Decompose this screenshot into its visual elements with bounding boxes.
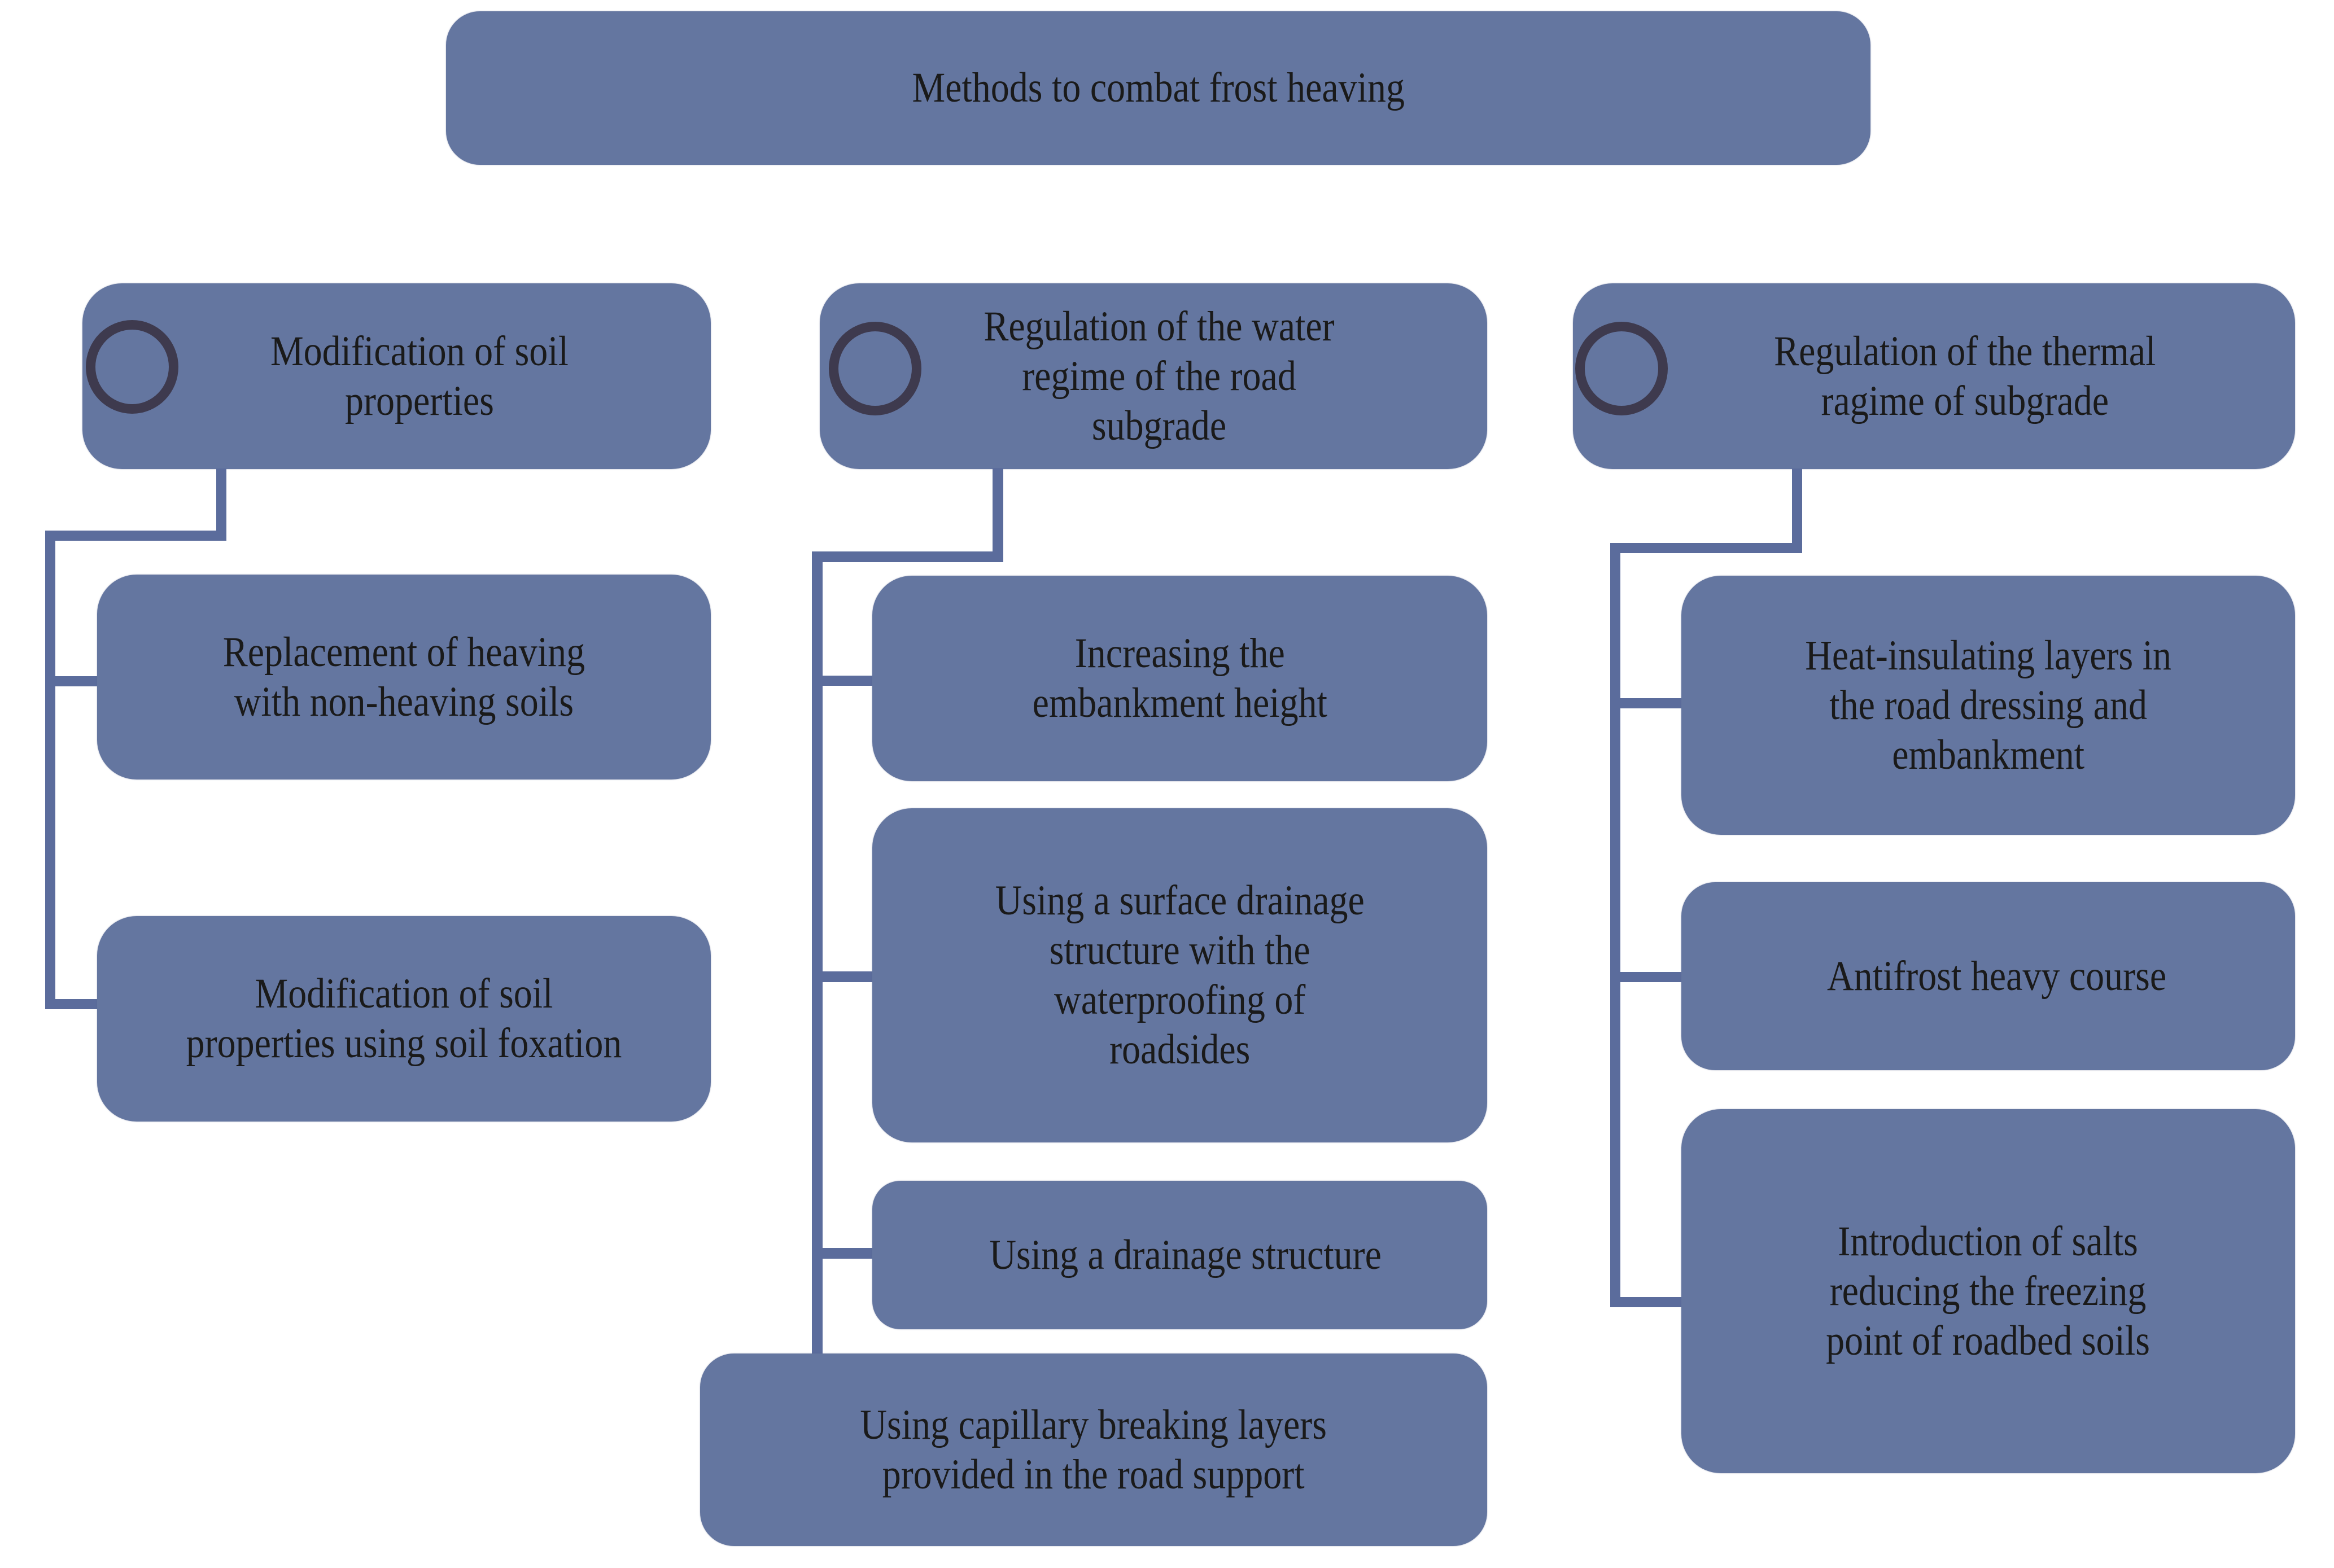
method-node-label: Antifrost heavy course	[1826, 952, 2167, 1000]
method-node-label: Introduction of salts reducing the freez…	[1826, 1217, 2151, 1364]
category-node-water-regime: Regulation of the water regime of the ro…	[820, 283, 1487, 469]
category-node-soil-properties: Modification of soil properties	[82, 283, 711, 469]
connector-line	[1610, 543, 1620, 1307]
connector-line	[812, 1248, 892, 1259]
root-node-label: Methods to combat frost heaving	[912, 64, 1405, 111]
connector-line	[45, 999, 113, 1009]
method-node: Using a drainage structure	[872, 1181, 1487, 1329]
connector-line	[216, 468, 226, 541]
circle-outline-icon	[86, 320, 178, 414]
method-node: Antifrost heavy course	[1681, 882, 2295, 1070]
method-node-label: Modification of soil properties using so…	[186, 970, 622, 1067]
connector-line	[1792, 468, 1802, 553]
method-node: Heat-insulating layers in the road dress…	[1681, 576, 2295, 835]
connector-line	[1610, 972, 1684, 982]
method-node: Using capillary breaking layers provided…	[700, 1354, 1487, 1546]
root-node: Methods to combat frost heaving	[446, 11, 1870, 165]
method-node-label: Heat-insulating layers in the road dress…	[1805, 632, 2171, 778]
method-node-label: Using a drainage structure	[989, 1231, 1382, 1278]
circle-outline-icon	[1575, 322, 1668, 415]
method-node: Introduction of salts reducing the freez…	[1681, 1109, 2295, 1473]
method-node: Increasing the embankment height	[872, 576, 1487, 781]
category-node-label: Modification of soil properties	[270, 327, 569, 424]
method-node-label: Using a surface drainage structure with …	[995, 877, 1365, 1073]
method-node: Using a surface drainage structure with …	[872, 808, 1487, 1142]
connector-line	[812, 676, 892, 686]
method-node-label: Replacement of heaving with non-heaving …	[222, 628, 585, 725]
method-node-label: Increasing the embankment height	[1032, 630, 1327, 726]
connector-line	[1610, 698, 1694, 708]
method-node: Modification of soil properties using so…	[97, 916, 711, 1122]
connector-line	[812, 551, 823, 1354]
connector-line	[812, 971, 892, 982]
connector-line	[45, 531, 55, 1009]
connector-line	[45, 531, 226, 541]
connector-line	[1610, 543, 1802, 553]
connector-line	[812, 551, 1003, 562]
method-node: Replacement of heaving with non-heaving …	[97, 575, 711, 779]
connector-line	[993, 468, 1003, 562]
category-node-thermal-regime: Regulation of the thermal ragime of subg…	[1573, 283, 2295, 469]
category-node-label: Regulation of the thermal ragime of subg…	[1774, 327, 2156, 424]
connector-line	[1610, 1297, 1694, 1307]
category-node-label: Regulation of the water regime of the ro…	[984, 303, 1335, 449]
method-node-label: Using capillary breaking layers provided…	[860, 1401, 1327, 1498]
circle-outline-icon	[829, 322, 921, 415]
